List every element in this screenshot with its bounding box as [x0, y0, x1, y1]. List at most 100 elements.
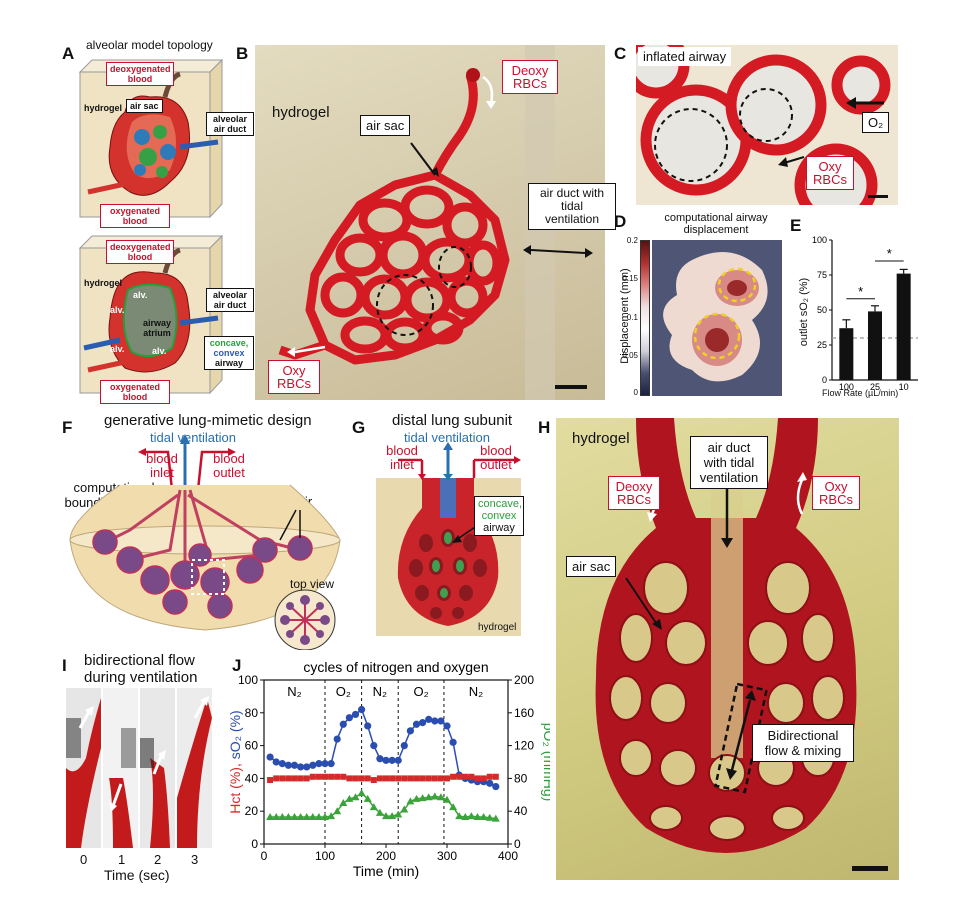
panel-g-network [376, 478, 521, 636]
panel-j-ytick-left-label-3: 60 [245, 739, 259, 753]
panel-a-letter: A [62, 44, 75, 63]
panel-d-tick-4: 0.05 [622, 351, 638, 360]
panel-d-colorbar [640, 240, 650, 396]
panel-j-point-hct-24 [413, 775, 420, 782]
panel-j-phase-label-4: N₂ [469, 684, 483, 699]
panel-g-airway-label: concave, convex airway [474, 496, 524, 536]
panel-a-airway: airway [214, 358, 244, 368]
panel-j-point-so-27 [431, 717, 439, 725]
panel-j-point-so-9 [321, 760, 329, 768]
panel-h-duct-label: air duct with tidal ventilation [690, 436, 768, 489]
panel-g-convex: convex [481, 510, 517, 522]
panel-a-bottom-deoxy-label: deoxygenated blood [106, 240, 174, 264]
panel-j-point-po-4 [290, 812, 299, 820]
panel-j-point-po-11 [333, 807, 342, 815]
panel-j-point-so-6 [303, 763, 311, 771]
panel-j-point-po-29 [443, 795, 451, 803]
panel-g-concave: concave, [478, 498, 523, 510]
panel-d-render [652, 240, 782, 396]
panel-j-point-hct-31 [456, 773, 463, 780]
panel-j-ylabel-so2: sO₂ (%) [230, 710, 243, 759]
panel-j-point-po-18 [375, 808, 384, 816]
panel-j-point-po-3 [284, 812, 293, 820]
panel-c-oxy-label: Oxy RBCs [806, 156, 854, 190]
panel-j-point-po-13 [345, 794, 354, 802]
panel-j-ytick-right-label-4: 160 [514, 706, 534, 720]
panel-j-point-so-18 [376, 755, 384, 763]
panel-f-diagram [69, 434, 341, 650]
panel-g-hydrogel: hydrogel [478, 622, 517, 633]
panel-j-point-po-31 [455, 812, 464, 820]
panel-j-point-hct-25 [419, 775, 426, 782]
panel-j-ylabel-hct: Hct (%), [230, 759, 243, 813]
panel-j-point-hct-20 [389, 775, 396, 782]
panel-j-point-hct-13 [346, 775, 353, 782]
panel-a-bottom-oxy-label: oxygenated blood [100, 380, 170, 404]
panel-j-point-po-16 [363, 794, 372, 802]
panel-j-point-hct-18 [376, 775, 383, 782]
panel-j-point-hct-19 [383, 775, 389, 782]
panel-g-title: distal lung subunit [392, 412, 513, 429]
panel-j-point-so-4 [290, 761, 299, 769]
panel-e-xlabel: Flow Rate (µL/min) [822, 388, 899, 398]
panel-a-bottom-alv-3: alv. [110, 344, 125, 354]
panel-c-inflated-label: inflated airway [638, 47, 732, 66]
panel-j-point-hct-0 [267, 777, 274, 784]
panel-j-ytick-left-label-4: 80 [245, 706, 259, 720]
panel-j-point-po-37 [491, 814, 500, 822]
panel-h-bidir-label: Bidirectional flow & mixing [752, 724, 854, 762]
panel-b-hydrogel-label: hydrogel [272, 104, 330, 121]
panel-j-point-so-20 [388, 756, 396, 764]
panel-j-point-hct-23 [407, 775, 414, 782]
panel-j-point-po-21 [394, 810, 403, 818]
panel-j-point-hct-22 [401, 775, 408, 782]
panel-a-title: alveolar model topology [86, 38, 213, 52]
panel-j-ytick-left-label-5: 100 [238, 673, 258, 687]
panel-j-point-hct-33 [468, 773, 475, 780]
panel-i-xlabel: Time (sec) [104, 867, 170, 883]
panel-i-frame-2: 2 [154, 852, 162, 867]
panel-b-photo [255, 45, 605, 400]
panel-e-ytick-label-3: 75 [817, 270, 827, 280]
panel-j-point-po-27 [430, 792, 439, 800]
panel-j-point-so-36 [486, 779, 494, 787]
panel-b-oxy-label: Oxy RBCs [268, 360, 320, 394]
panel-i-frame-0: 0 [80, 852, 88, 867]
panel-d-tick-5: 0 [633, 388, 638, 397]
panel-j-xtick-label-3: 300 [437, 849, 457, 863]
panel-j-point-hct-4 [291, 775, 298, 782]
panel-j-point-so-29 [443, 722, 451, 730]
panel-b-deoxy-label: Deoxy RBCs [502, 60, 558, 94]
panel-j-point-so-19 [382, 756, 390, 764]
panel-j-point-hct-9 [322, 773, 328, 780]
panel-j-point-hct-6 [303, 775, 310, 782]
panel-j-ytick-left-label-1: 20 [245, 804, 259, 818]
panel-j-point-so-5 [297, 763, 305, 771]
panel-d-axis-label: Displacement (mm) [619, 268, 631, 364]
panel-a-bottom-atrium: airway atrium [142, 318, 172, 338]
panel-a-top-duct-label: alveolar air duct [206, 112, 254, 136]
panel-g-letter: G [352, 418, 366, 437]
panel-j-point-po-19 [382, 812, 390, 820]
panel-j-ytick-left-label-0: 0 [251, 837, 258, 851]
panel-e-xtick-label-2: 10 [899, 382, 909, 392]
panel-j-point-hct-34 [474, 775, 481, 782]
panel-j-point-hct-17 [370, 777, 377, 784]
panel-f-topview: top view [290, 577, 335, 591]
panel-f-letter: F [62, 418, 73, 437]
panel-i-frames-svg [66, 688, 212, 848]
panel-e-ytick-label-0: 0 [822, 375, 827, 385]
panel-j-point-so-13 [345, 714, 353, 722]
panel-c-letter: C [614, 44, 627, 63]
panel-f-tidal: tidal ventilation [150, 430, 236, 445]
panel-d-tick-3: 0.1 [626, 313, 638, 322]
panel-j-point-so-21 [394, 756, 402, 764]
panel-j-point-so-7 [309, 761, 317, 769]
panel-a-top-deoxy-label: deoxygenated blood [106, 62, 174, 86]
panel-j-point-hct-29 [444, 775, 450, 782]
panel-d-letter: D [614, 212, 627, 231]
panel-g-airway: airway [483, 522, 515, 534]
panel-b-letter: B [236, 44, 249, 63]
panel-j-point-po-30 [449, 803, 458, 811]
panel-j-ytick-right-label-0: 0 [514, 837, 521, 851]
